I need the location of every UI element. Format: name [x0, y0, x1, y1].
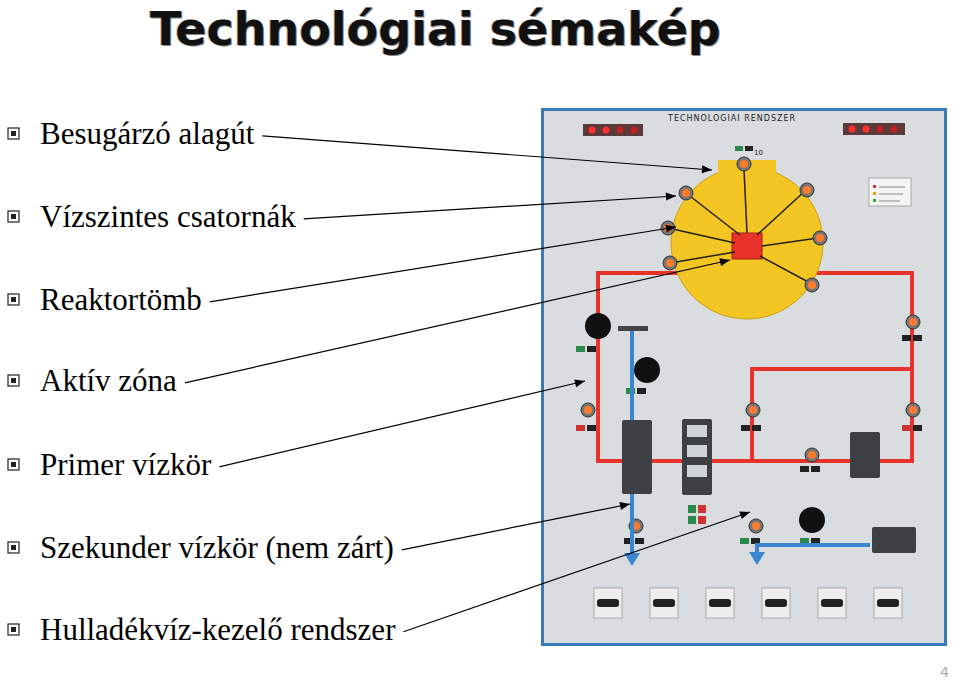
slide-title: Technológiai sémakép	[150, 2, 721, 56]
indicator-row	[583, 123, 905, 136]
bottom-switches	[594, 588, 902, 618]
bullet-item: Reaktortömb	[40, 282, 202, 318]
bullet-item: Szekunder vízkör (nem zárt)	[40, 530, 394, 566]
bullet-item: Aktív zóna	[40, 363, 177, 399]
horizontal-channels	[668, 170, 818, 284]
reactor-block	[671, 160, 823, 319]
bullet-item: Besugárzó alagút	[40, 116, 254, 152]
photo-frame	[541, 108, 947, 646]
bullet-squares	[8, 128, 19, 635]
bullet-item: Hulladékvíz-kezelő rendszer	[40, 612, 395, 648]
bullet-item: Vízszintes csatornák	[40, 199, 296, 235]
switch-pads	[576, 146, 922, 544]
page-number: 4	[940, 664, 949, 680]
bullet-item: Primer vízkör	[40, 447, 211, 483]
panel-title: TECHNOLOGIAI RENDSZER	[668, 114, 796, 123]
knobs	[585, 313, 825, 533]
panel-board	[544, 111, 944, 643]
lamp-number: 10	[754, 149, 763, 157]
instrument-boxes	[622, 419, 916, 553]
panel-legend	[869, 178, 911, 206]
secondary-loop	[632, 330, 870, 555]
